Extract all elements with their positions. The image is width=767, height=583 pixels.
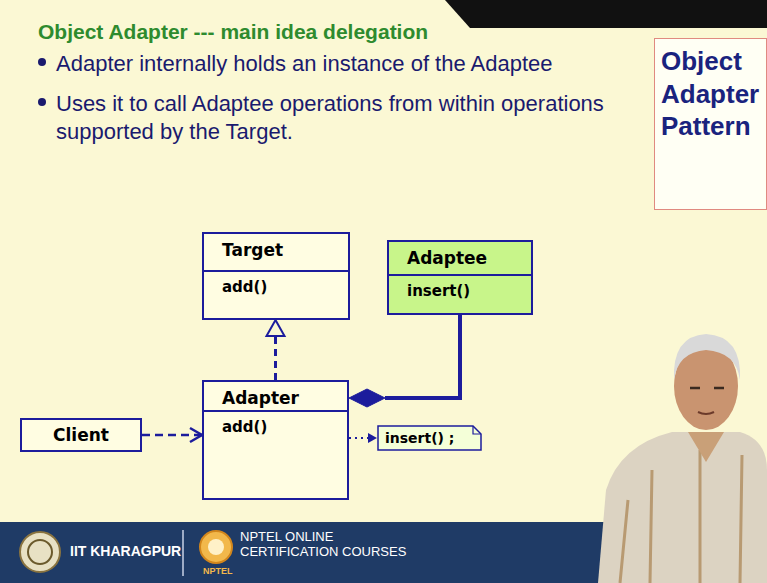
shirt-stripes: [620, 450, 742, 583]
class-method-section: add(): [204, 412, 347, 498]
method-name: add(): [222, 278, 332, 296]
footer-institute: IIT KHARAGPUR: [70, 543, 181, 559]
client-box: Client: [20, 418, 142, 452]
note-fold: [473, 426, 481, 434]
bullet-text: Uses it to call Adaptee operations from …: [56, 90, 611, 145]
class-box: Adapter add(): [202, 380, 349, 500]
iit-logo-ring: [28, 540, 52, 564]
note-shape: [378, 426, 481, 450]
bullet-dot: [38, 58, 46, 66]
footer-course: NPTEL ONLINE CERTIFICATION COURSES: [240, 530, 415, 560]
footer-divider: [182, 530, 184, 576]
class-method-section: insert(): [389, 276, 531, 313]
class-name: Adapter: [222, 388, 299, 408]
connector-line: [142, 434, 202, 437]
note-box: insert() ;: [377, 425, 482, 451]
open-arrow-head: [190, 428, 202, 442]
presenter-shirt: [598, 432, 767, 583]
presenter-eyes: [690, 387, 724, 390]
class-name-section: Adapter: [204, 382, 347, 412]
pattern-title: Object Adapter Pattern: [661, 45, 762, 143]
connector-line: [385, 315, 460, 398]
class-box: Target add(): [202, 232, 350, 320]
realization-connector: [267, 320, 285, 380]
dependency-connector: [142, 428, 202, 442]
bullet-text: Adapter internally holds an instance of …: [56, 50, 646, 78]
composition-connector: [349, 315, 460, 407]
bullet-dot: [38, 98, 46, 106]
presenter-mouth: [698, 412, 714, 414]
class-name: Target: [222, 240, 283, 260]
class-name-section: Target: [204, 234, 348, 272]
small-arrow-head: [368, 433, 377, 443]
class-method-section: add(): [204, 272, 348, 318]
nptel-logo-core: [208, 539, 224, 555]
nptel-logo: [200, 531, 232, 563]
connector-line: [274, 336, 277, 380]
box-text: Client: [53, 425, 109, 445]
method-name: add(): [222, 418, 331, 436]
top-band: [445, 0, 767, 28]
iit-logo: [20, 532, 60, 572]
class-name: Adaptee: [407, 248, 487, 268]
note-connector: [349, 433, 377, 443]
hollow-triangle-head: [267, 320, 285, 336]
slide-title: Object Adapter --- main idea delegation: [38, 20, 428, 44]
presenter-hair: [674, 334, 740, 380]
presenter-neck: [688, 432, 724, 462]
class-box: Adaptee insert(): [387, 240, 533, 315]
pattern-title-box: Object Adapter Pattern: [654, 38, 767, 210]
note-text: insert() ;: [385, 430, 454, 446]
method-name: insert(): [407, 282, 515, 300]
filled-diamond-head: [349, 389, 385, 407]
footer-logo-text: NPTEL: [203, 566, 233, 576]
connector-line: [349, 437, 368, 439]
presenter-figure: [598, 334, 767, 583]
class-name-section: Adaptee: [389, 242, 531, 276]
